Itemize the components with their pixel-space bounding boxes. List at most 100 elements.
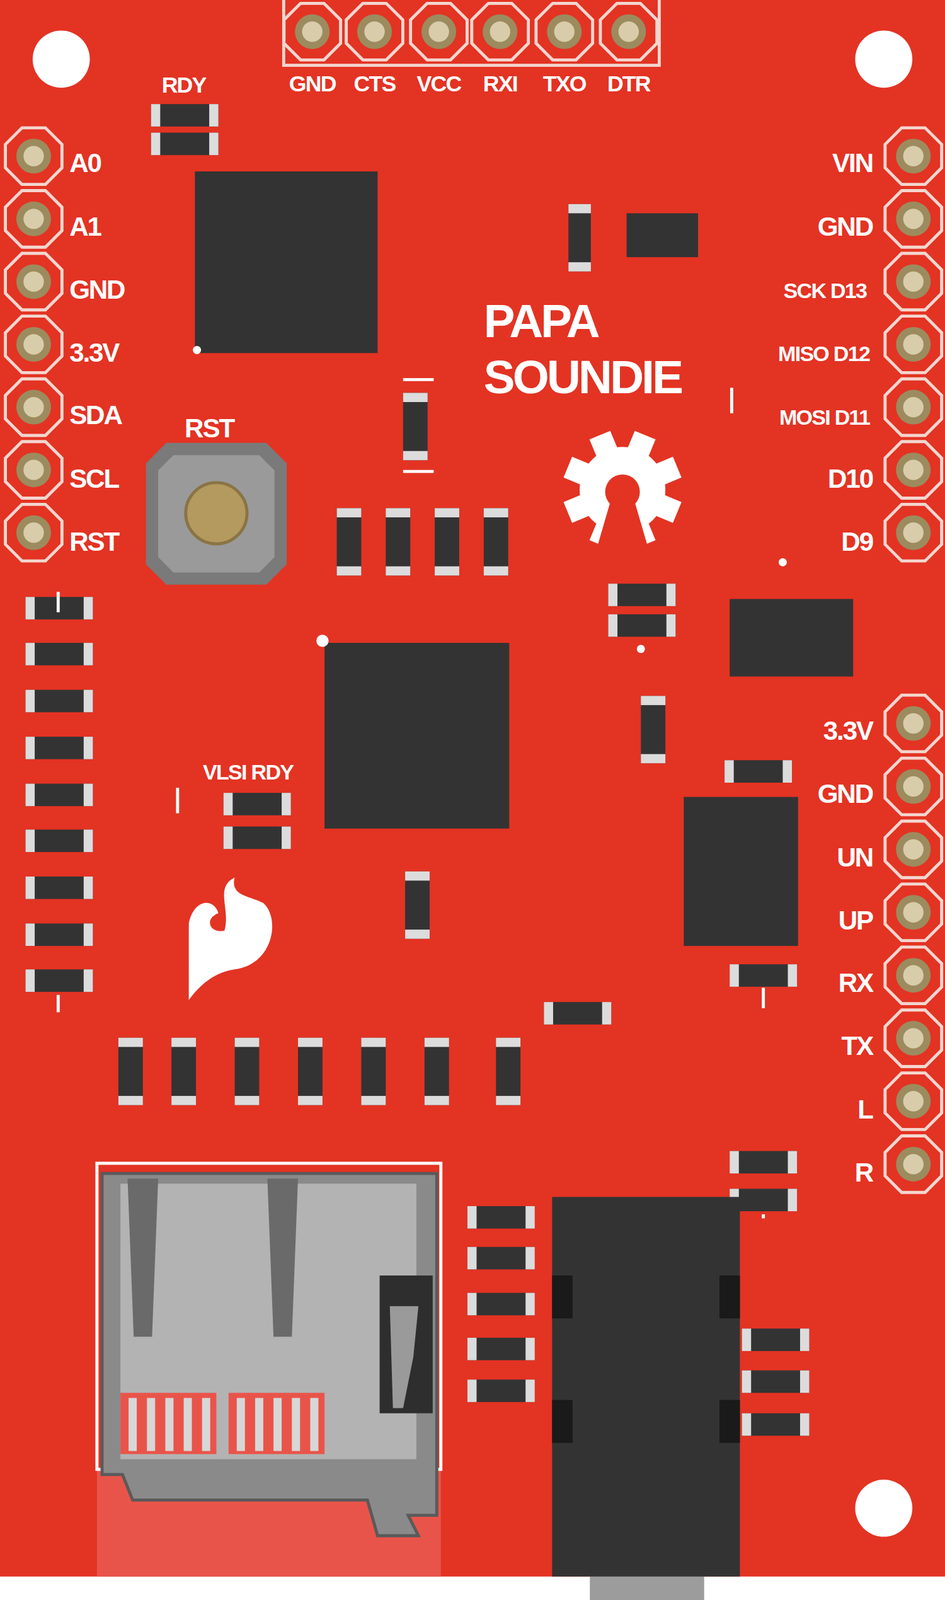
- pad-hole: [490, 21, 511, 42]
- smd-part: [403, 392, 428, 460]
- pin-label: RST: [184, 413, 234, 443]
- smd-cap: [223, 826, 234, 850]
- smd-part: [360, 1037, 386, 1106]
- pad-silkscreen: [284, 3, 341, 60]
- smd-cap: [83, 968, 94, 992]
- header-pad: [546, 14, 582, 50]
- pad-hole: [23, 146, 44, 167]
- pad-silkscreen: [885, 190, 942, 247]
- silk-mark: [56, 994, 60, 1013]
- pad-hole: [301, 21, 322, 42]
- pin-label: TXO: [543, 72, 586, 98]
- smd-part: [467, 1205, 535, 1229]
- smd-cap: [337, 566, 362, 576]
- smd-part: [424, 1037, 450, 1106]
- pad-silkscreen: [346, 3, 404, 60]
- pin-label: VIN: [832, 148, 873, 178]
- header-pad: [895, 263, 931, 299]
- pad-hole: [23, 396, 44, 418]
- header-pad: [895, 515, 931, 550]
- pad-silkscreen: [885, 441, 942, 499]
- smd-cap: [83, 736, 94, 760]
- pad-hole: [23, 208, 44, 229]
- smd-cap: [568, 262, 591, 272]
- smd-cap: [742, 1370, 752, 1393]
- sd-contact: [291, 1397, 300, 1451]
- pad-silkscreen: [885, 1135, 942, 1193]
- smd-cap: [788, 963, 798, 987]
- jack-pin: [719, 1275, 740, 1318]
- pad-hole: [23, 271, 44, 292]
- sd-contact: [309, 1397, 319, 1451]
- sd-contact: [236, 1397, 246, 1451]
- header-pad: [16, 326, 52, 362]
- pad-hole: [903, 459, 924, 480]
- smd-part: [434, 507, 460, 576]
- sd-holder-face: [120, 1183, 417, 1459]
- pin-label: L: [857, 1094, 873, 1124]
- oshw-logo: [563, 430, 682, 552]
- pin-label: GND: [69, 275, 125, 305]
- sd-contact: [146, 1397, 155, 1451]
- smd-cap: [25, 596, 35, 620]
- pad-silkscreen: [5, 378, 63, 436]
- smd-cap: [337, 507, 362, 518]
- pin-label: RXI: [483, 72, 518, 98]
- smd-cap: [424, 1037, 450, 1048]
- pad-silkscreen: [5, 253, 63, 310]
- pad-hole: [903, 1153, 924, 1174]
- smd-part: [607, 583, 676, 607]
- smd-cap: [525, 1246, 535, 1270]
- smd-cap: [118, 1037, 144, 1048]
- mounting-hole: [32, 30, 91, 89]
- smd-cap: [525, 1292, 535, 1316]
- smd-cap: [171, 1037, 196, 1048]
- smd-cap: [607, 614, 618, 637]
- pad-silkscreen: [5, 504, 63, 561]
- header-pad: [294, 14, 330, 50]
- pin-label: CTS: [354, 72, 396, 98]
- header-pad: [895, 894, 931, 930]
- smd-part: [25, 876, 93, 900]
- smd-cap: [83, 783, 94, 807]
- smd-part: [729, 1151, 797, 1174]
- smd-part: [724, 759, 792, 783]
- pad-hole: [23, 522, 44, 543]
- smd-cap: [83, 876, 94, 900]
- pad-silkscreen: [885, 378, 942, 436]
- board-title: PAPA SOUNDIE: [483, 292, 682, 406]
- smd-cap: [25, 968, 35, 992]
- smd-part: [223, 792, 292, 816]
- smd-cap: [742, 1328, 752, 1351]
- smd-part: [467, 1246, 535, 1270]
- smd-cap: [83, 596, 94, 620]
- pin-label: DTR: [607, 72, 651, 98]
- pin1-dot: [778, 558, 787, 567]
- smd-cap: [788, 1151, 798, 1174]
- sd-contact: [202, 1397, 211, 1451]
- pin-label: UP: [838, 905, 873, 935]
- smd-part: [495, 1037, 521, 1106]
- sd-contact-window: [228, 1392, 325, 1454]
- header-pad: [16, 515, 52, 550]
- pin-label: SDA: [69, 400, 122, 430]
- sd-spring: [127, 1178, 159, 1337]
- smd-cap: [25, 689, 35, 713]
- sd-contact: [128, 1397, 137, 1451]
- header-pad: [16, 201, 52, 237]
- mounting-hole: [854, 1479, 913, 1537]
- gear-notch: [595, 502, 649, 552]
- silk-mark: [403, 469, 435, 474]
- smd-cap: [467, 1379, 477, 1402]
- pad-silkscreen: [885, 1072, 942, 1130]
- smd-cap: [151, 103, 161, 127]
- pin-label: 3.3V: [69, 338, 119, 368]
- smd-cap: [666, 583, 676, 607]
- smd-cap: [25, 922, 35, 946]
- pad-silkscreen: [5, 190, 63, 247]
- header-pad: [895, 138, 931, 174]
- smd-part: [25, 829, 93, 852]
- smd-cap: [543, 1001, 554, 1025]
- pad-hole: [903, 333, 924, 355]
